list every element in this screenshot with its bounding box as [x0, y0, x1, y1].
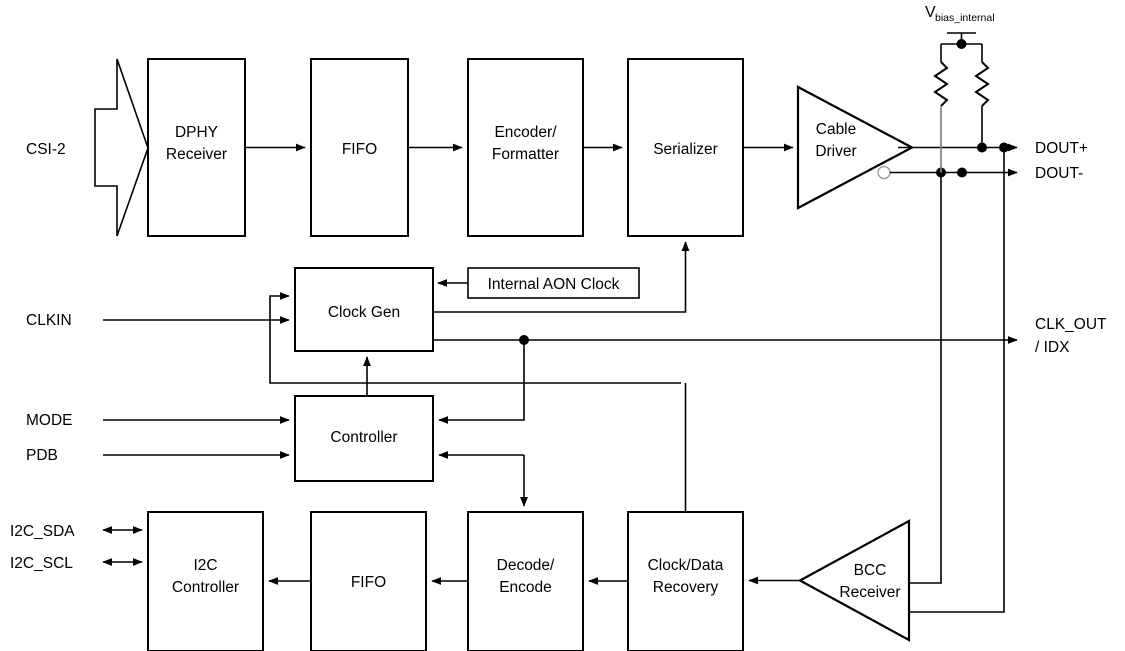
wire-clk-to-controller — [438, 340, 525, 424]
input-label-i2c-sda: I2C_SDA — [10, 523, 75, 540]
wire-doutn-to-bcc — [909, 172, 942, 584]
output-label-clkout: CLK_OUT — [1035, 316, 1107, 333]
block-clock-data-recovery[interactable]: Clock/Data Recovery — [627, 511, 744, 651]
block-label: Formatter — [492, 146, 559, 163]
supply-label-subscript: bias_internal — [935, 12, 995, 24]
output-label-idx: / IDX — [1035, 339, 1070, 356]
block-label: Internal AON Clock — [488, 276, 620, 293]
block-fifo-rx[interactable]: FIFO — [310, 511, 427, 651]
csi2-bus-arrow — [94, 58, 149, 237]
block-label: Encoder/ — [494, 124, 557, 141]
block-label: Controller — [330, 429, 397, 446]
block-label: Recovery — [653, 579, 719, 596]
wire-clockgen-to-serializer — [433, 241, 690, 313]
amplifier-label: Cable — [816, 121, 857, 138]
amplifier-bcc-receiver[interactable]: BCC Receiver — [797, 519, 911, 642]
junction-dot-doutp-bias — [977, 142, 987, 153]
amplifier-label: Driver — [815, 143, 856, 160]
bias-resistor-left — [933, 61, 949, 107]
block-decode-encode[interactable]: Decode/ Encode — [467, 511, 584, 651]
block-label: Serializer — [653, 141, 718, 158]
amplifier-label: Receiver — [839, 584, 900, 601]
block-encoder-formatter[interactable]: Encoder/ Formatter — [467, 58, 584, 237]
supply-label: V — [925, 4, 936, 21]
block-controller[interactable]: Controller — [294, 395, 434, 482]
block-i2c-controller[interactable]: I2C Controller — [147, 511, 264, 651]
supply-vbias-internal: V bias_internal — [925, 4, 995, 62]
input-label-csi2: CSI-2 — [26, 141, 66, 158]
block-label: I2C — [193, 557, 217, 574]
block-label: Clock/Data — [648, 557, 724, 574]
block-internal-aon-clock[interactable]: Internal AON Clock — [467, 267, 640, 299]
junction-dot-doutn-bias — [957, 167, 967, 178]
input-label-pdb: PDB — [26, 447, 58, 464]
wire-doutp-to-bcc — [909, 147, 1005, 613]
block-label: Clock Gen — [328, 304, 400, 321]
block-label: DPHY — [175, 124, 218, 141]
output-label-doutp: DOUT+ — [1035, 140, 1088, 157]
block-label: Controller — [172, 579, 239, 596]
block-dphy-receiver[interactable]: DPHY Receiver — [147, 58, 246, 237]
inverting-output-bubble — [877, 165, 891, 180]
block-serializer[interactable]: Serializer — [627, 58, 744, 237]
input-label-i2c-scl: I2C_SCL — [10, 555, 73, 572]
block-label: FIFO — [351, 574, 386, 591]
input-label-clkin: CLKIN — [26, 312, 72, 329]
bias-resistor-right — [974, 61, 990, 107]
block-label: Receiver — [166, 146, 227, 163]
block-clock-gen[interactable]: Clock Gen — [294, 267, 434, 352]
input-label-mode: MODE — [26, 412, 73, 429]
amplifier-cable-driver[interactable]: Cable Driver — [796, 85, 915, 210]
wire-feedback-to-clockgen — [269, 292, 681, 384]
output-label-doutn: DOUT- — [1035, 165, 1083, 182]
block-label: Decode/ — [497, 557, 555, 574]
block-label: Encode — [499, 579, 552, 596]
amplifier-label: BCC — [854, 562, 887, 579]
block-label: FIFO — [342, 141, 377, 158]
block-fifo-tx[interactable]: FIFO — [310, 58, 409, 237]
